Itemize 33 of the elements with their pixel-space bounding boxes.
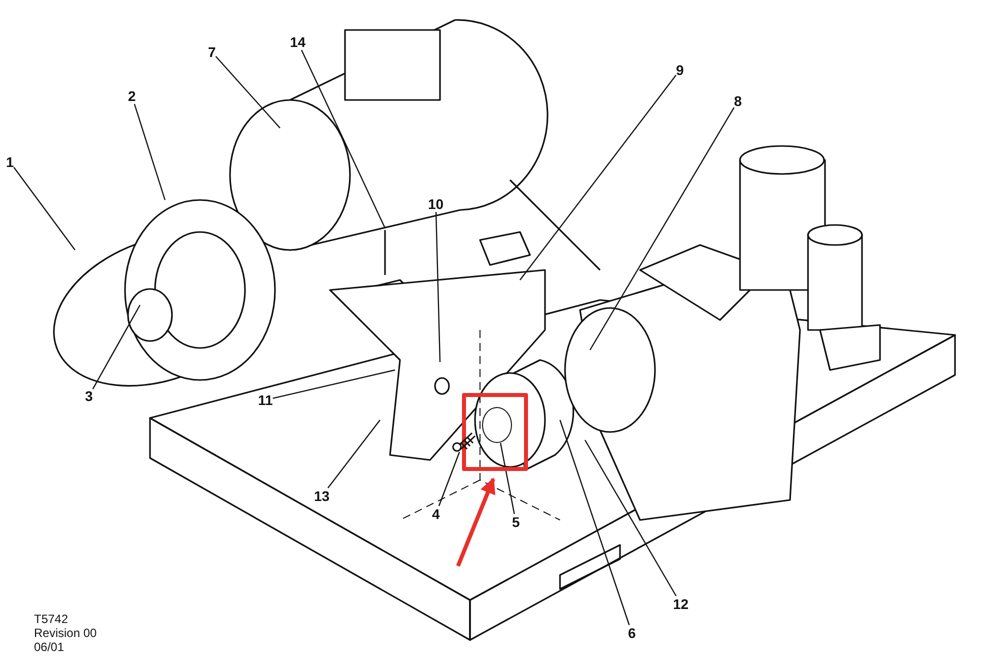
drawing-reference-note: T5742 [34,612,68,626]
callout-number: 7 [208,44,216,60]
callout-number: 6 [628,625,636,641]
callout-number: 12 [673,596,689,612]
leader-line [272,369,396,399]
leader-line [559,420,630,626]
callout-number: 2 [128,88,136,104]
leader-line [215,56,280,128]
callout-number: 9 [676,62,684,78]
leader-line [520,74,676,280]
callout-number: 10 [428,196,444,212]
leader-line [301,50,386,228]
leader-line [327,420,380,488]
callout-number: 3 [85,388,93,404]
highlight-frame [462,393,528,471]
leader-line [589,107,735,350]
leader-line [134,104,166,200]
leader-line [92,304,141,390]
arrow [456,478,496,567]
drawing-reference-note: 06/01 [34,640,64,654]
leader-line [13,166,76,250]
callout-number: 1 [6,154,14,170]
callout-number: 4 [432,506,440,522]
leader-line [435,212,441,362]
callout-number: 13 [314,488,330,504]
leader-line [438,452,460,506]
callout-number: 14 [290,34,306,50]
callout-number: 5 [512,514,520,530]
callout-number: 8 [734,93,742,109]
callout-number: 11 [258,392,273,408]
leader-line [500,442,515,514]
leader-line [584,440,677,596]
drawing-reference-note: Revision 00 [34,626,97,640]
